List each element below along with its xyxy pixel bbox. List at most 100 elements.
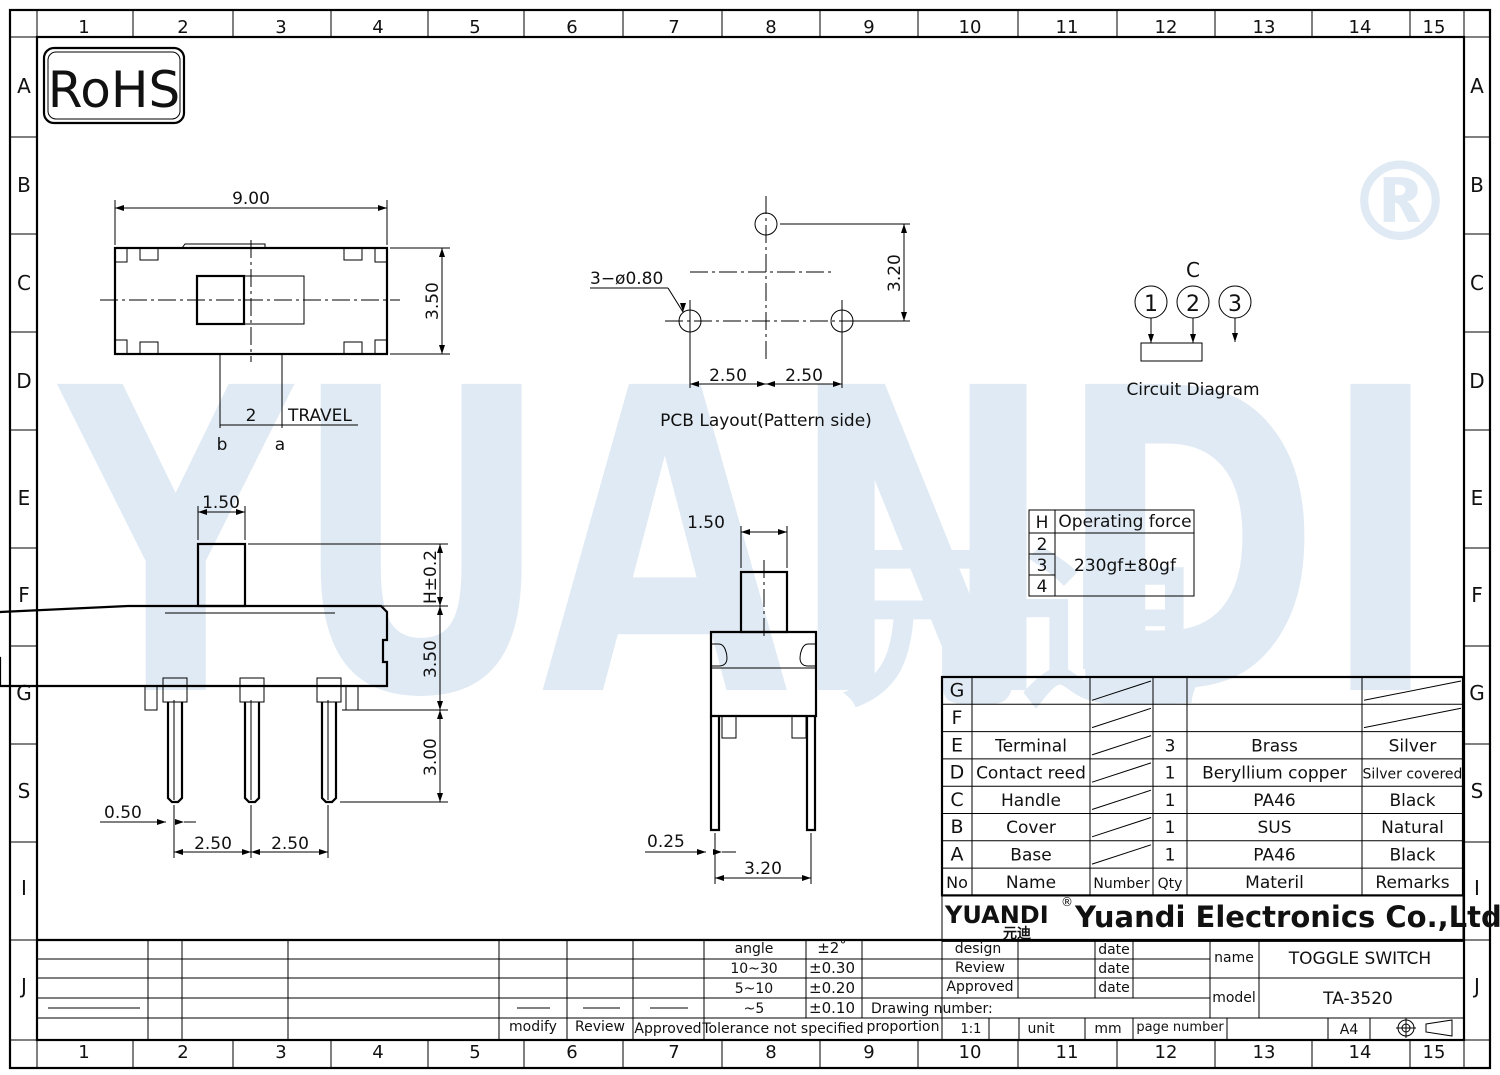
top-width-dim: 9.00 bbox=[232, 189, 270, 209]
grid-row-right-J: J bbox=[1472, 974, 1480, 998]
grid-col-bottom-14: 14 bbox=[1349, 1042, 1372, 1063]
date-label-1: date bbox=[1098, 942, 1130, 958]
grid-col-bottom-10: 10 bbox=[959, 1042, 982, 1063]
grid-row-left-I: I bbox=[21, 876, 27, 900]
front-view: 1.50 H±0.2 3.50 3.00 2.50 2.50 0.50 bbox=[0, 493, 448, 858]
bom-header-name: Name bbox=[1006, 873, 1056, 893]
grid-col-bottom-7: 7 bbox=[668, 1042, 679, 1063]
outer-border bbox=[8, 8, 1492, 1070]
grid-row-right-C: C bbox=[1470, 271, 1484, 295]
grid-row-left-C: C bbox=[17, 271, 31, 295]
top-view: 9.00 3.50 2 TRAVEL b a bbox=[100, 189, 450, 455]
force-header-key: H bbox=[1036, 513, 1049, 533]
tolerance-value: ±0.30 bbox=[809, 959, 855, 977]
force-key-3: 3 bbox=[1037, 556, 1048, 576]
grid-col-bottom-2: 2 bbox=[177, 1042, 188, 1063]
bom-material: PA46 bbox=[1253, 845, 1295, 865]
force-header-label: Operating force bbox=[1058, 512, 1191, 532]
watermark-cjk: 元迪 bbox=[840, 524, 1200, 733]
bom-qty: 1 bbox=[1165, 791, 1176, 811]
circuit-caption: Circuit Diagram bbox=[1126, 380, 1259, 400]
watermark-registered: ® bbox=[1345, 138, 1455, 266]
rohs-logo: RoHS bbox=[42, 46, 186, 125]
tolerance-value: ±0.10 bbox=[809, 999, 855, 1017]
top-height-dim: 3.50 bbox=[423, 282, 443, 320]
company-registered: ® bbox=[1061, 895, 1073, 909]
grid-row-left-A: A bbox=[17, 74, 31, 98]
grid-row-left-G: G bbox=[16, 681, 32, 705]
travel-pos-a: a bbox=[275, 435, 285, 455]
bom-key-E: E bbox=[951, 734, 963, 756]
grid-col-top-1: 1 bbox=[78, 17, 89, 38]
tolerance-range: 5~10 bbox=[735, 981, 773, 997]
bom-name: Terminal bbox=[994, 736, 1067, 756]
grid-col-top-11: 11 bbox=[1056, 17, 1079, 38]
inner-border bbox=[35, 35, 1466, 1042]
pcb-pitch-left: 2.50 bbox=[709, 366, 747, 386]
grid-col-top-8: 8 bbox=[765, 17, 776, 38]
grid-col-bottom-15: 15 bbox=[1423, 1042, 1446, 1063]
circuit-pin-1: 1 bbox=[1144, 292, 1158, 317]
bom-qty: 3 bbox=[1165, 736, 1176, 756]
projection-symbol-icon bbox=[1396, 1018, 1453, 1038]
grid-row-right-S: S bbox=[1471, 779, 1484, 803]
bom-remarks: Black bbox=[1390, 845, 1436, 865]
bom-key-D: D bbox=[950, 762, 965, 784]
revision-approved: Approved bbox=[634, 1021, 701, 1037]
unit-label: unit bbox=[1027, 1021, 1055, 1037]
front-pitch-right: 2.50 bbox=[271, 834, 309, 854]
company-brand: YUANDI bbox=[944, 901, 1049, 929]
circuit-common: C bbox=[1186, 258, 1200, 282]
name-value: TOGGLE SWITCH bbox=[1288, 949, 1431, 969]
force-table: H Operating force 2 3 4 230gf±80gf bbox=[1028, 509, 1195, 597]
date-label-3: date bbox=[1098, 980, 1130, 996]
side-width-dim: 3.20 bbox=[744, 859, 782, 879]
grid-col-top-13: 13 bbox=[1253, 17, 1276, 38]
bom-key-B: B bbox=[950, 816, 963, 838]
front-pitch-left: 2.50 bbox=[194, 834, 232, 854]
grid-col-bottom-12: 12 bbox=[1155, 1042, 1178, 1063]
scale-value: 1:1 bbox=[961, 1022, 982, 1037]
grid-row-right-A: A bbox=[1470, 74, 1484, 98]
front-body-dim: 3.50 bbox=[421, 640, 441, 678]
tolerance-value: ±0.20 bbox=[809, 979, 855, 997]
force-key-2: 2 bbox=[1037, 535, 1048, 555]
bom-key-C: C bbox=[950, 789, 963, 811]
grid-row-left-D: D bbox=[16, 369, 31, 393]
grid-row-left-B: B bbox=[17, 173, 31, 197]
grid-col-top-14: 14 bbox=[1349, 17, 1372, 38]
front-handle-dim: 1.50 bbox=[202, 493, 240, 513]
pcb-holes-spec: 3−ø0.80 bbox=[590, 269, 663, 289]
grid-row-right-I: I bbox=[1474, 876, 1480, 900]
bom-name: Base bbox=[1010, 845, 1051, 865]
pcb-caption: PCB Layout(Pattern side) bbox=[660, 411, 872, 431]
grid-col-top-4: 4 bbox=[372, 17, 383, 38]
bom-qty: 1 bbox=[1165, 845, 1176, 865]
bom-material: Beryllium copper bbox=[1202, 764, 1347, 784]
bom-remarks: Silver bbox=[1389, 736, 1437, 756]
circuit-diagram: C 1 2 3 Circuit Diagram bbox=[1126, 258, 1259, 400]
front-pin-len-dim: 3.00 bbox=[421, 738, 441, 776]
title-block: angle±2˚10~30±0.305~10±0.20~5±0.10Tolera… bbox=[37, 938, 1464, 1040]
circuit-pin-2: 2 bbox=[1186, 292, 1200, 317]
model-value: TA-3520 bbox=[1322, 989, 1393, 1009]
bom-header-qty: Qty bbox=[1158, 876, 1183, 892]
bom-qty: 1 bbox=[1165, 764, 1176, 784]
pcb-pitch-right: 2.50 bbox=[785, 366, 823, 386]
travel-label: TRAVEL bbox=[287, 406, 352, 426]
revision-review: Review bbox=[575, 1019, 625, 1035]
bom-qty: 1 bbox=[1165, 818, 1176, 838]
grid-col-top-6: 6 bbox=[566, 17, 577, 38]
pcb-layout: 2.50 2.50 3.20 3−ø0.80 PCB Layout(Patter… bbox=[590, 196, 910, 431]
tolerance-value: ±2˚ bbox=[817, 939, 847, 957]
grid-row-right-D: D bbox=[1469, 369, 1484, 393]
company-name: Yuandi Electronics Co.,Ltd bbox=[1074, 900, 1500, 934]
side-view: 1.50 3.20 0.25 bbox=[645, 513, 818, 884]
model-label: model bbox=[1212, 990, 1256, 1006]
design-label: design bbox=[955, 941, 1001, 957]
company-banner: YUANDI 元迪 ® Yuandi Electronics Co.,Ltd bbox=[944, 895, 1500, 942]
bom-material: SUS bbox=[1257, 818, 1291, 838]
grid-row-right-G: G bbox=[1469, 681, 1485, 705]
grid-row-left-F: F bbox=[18, 583, 30, 607]
bom-remarks: Silver covered bbox=[1363, 767, 1463, 783]
